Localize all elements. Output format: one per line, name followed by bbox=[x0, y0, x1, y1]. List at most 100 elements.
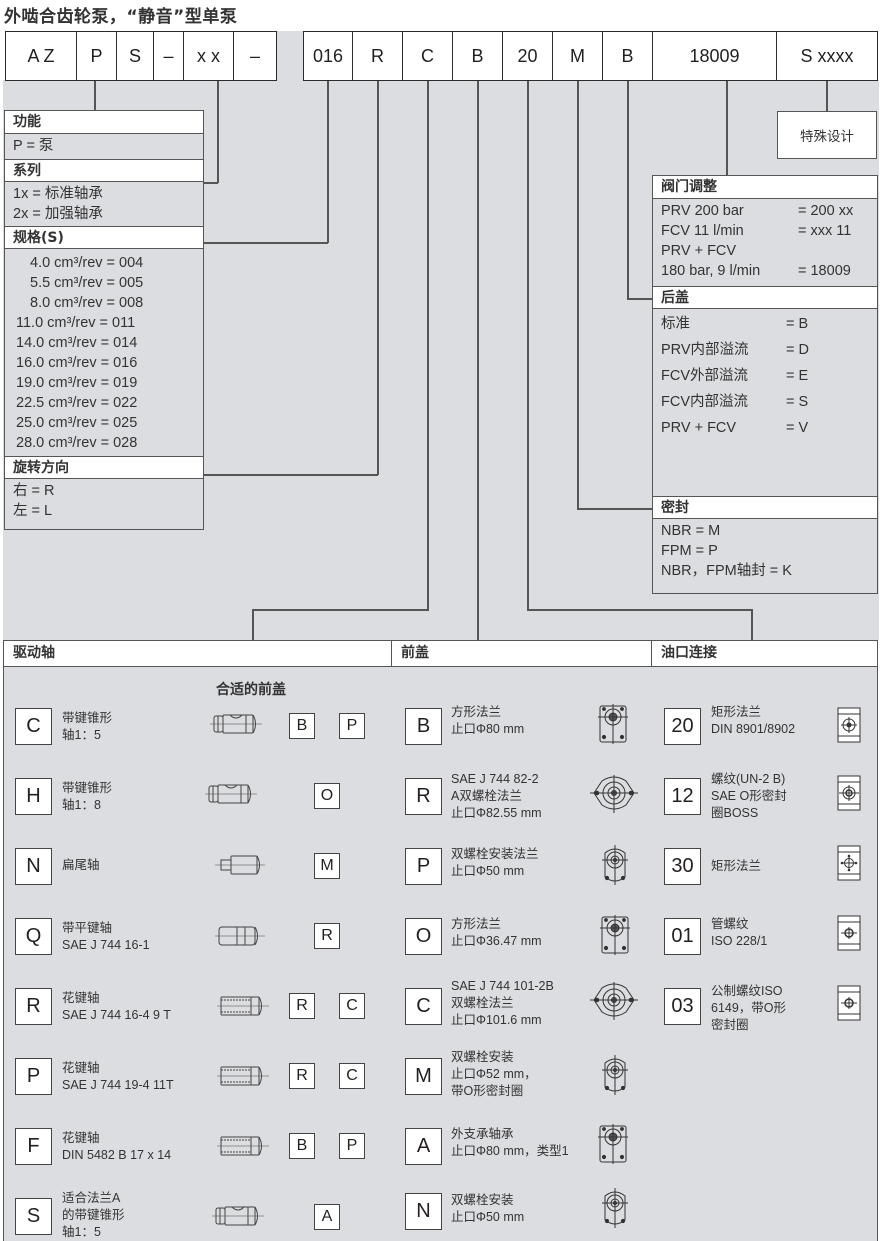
connector-seal-v bbox=[577, 81, 579, 509]
metric-thread-port-icon bbox=[837, 985, 861, 1021]
legend-item: PRV + FCV= V bbox=[661, 420, 809, 436]
compatible-cover-badge: R bbox=[289, 993, 315, 1019]
legend-item: P = 泵 bbox=[13, 138, 54, 154]
tapered-keyed-shaft-icon bbox=[212, 1206, 265, 1226]
code-box: C bbox=[15, 708, 52, 745]
legend-valve-body: PRV 200 bar= 200 xx FCV 11 l/min= xxx 11… bbox=[653, 199, 877, 286]
item-description: 外支承轴承 止口Φ80 mm，类型1 bbox=[451, 1127, 569, 1158]
code-box: 30 bbox=[664, 848, 701, 885]
connector-special bbox=[826, 81, 828, 112]
section-header-drive-shaft: 驱动轴 bbox=[3, 640, 393, 667]
legend-item: 25.0 cm³/rev = 025 bbox=[16, 415, 138, 431]
code-box: R bbox=[405, 778, 442, 815]
legend-item: FCV内部溢流= S bbox=[661, 394, 809, 410]
connector-drive-v1 bbox=[427, 81, 429, 611]
threaded-port-icon bbox=[837, 775, 861, 811]
code-cell-drive-shaft: C bbox=[403, 31, 453, 81]
legend-item: 4.0 cm³/rev = 004 bbox=[30, 255, 144, 271]
section-header-port: 油口连接 bbox=[651, 640, 878, 667]
connector-valve bbox=[726, 81, 728, 176]
legend-item: FCV 11 l/min= xxx 11 bbox=[661, 223, 852, 239]
splined-shaft-icon bbox=[217, 1136, 270, 1156]
legend-rotation-body: 右 = R 左 = L bbox=[5, 479, 203, 523]
legend-item: 11.0 cm³/rev = 011 bbox=[16, 315, 136, 331]
connector-rotation-h bbox=[203, 474, 378, 476]
code-box: M bbox=[405, 1058, 442, 1095]
tapered-keyed-shaft-icon bbox=[205, 784, 258, 804]
legend-item: NBR，FPM轴封 = K bbox=[661, 563, 792, 579]
item-description: 公制螺纹ISO 6149，带O形 密封圈 bbox=[711, 984, 787, 1032]
legend-valve-header: 阀门调整 bbox=[653, 176, 877, 199]
rectangular-flange-port-icon bbox=[837, 845, 861, 881]
code-box: F bbox=[15, 1128, 52, 1165]
item-description: 花键轴 SAE J 744 19-4 11T bbox=[62, 1061, 174, 1092]
type-code-left: A Z P S – x x – bbox=[5, 31, 277, 81]
code-cell-function: P bbox=[77, 31, 117, 81]
code-box: Q bbox=[15, 918, 52, 955]
legend-item: FPM = P bbox=[661, 543, 718, 559]
type-code-right: 016 R C B 20 M B 18009 S xxxx bbox=[303, 31, 878, 81]
item-description: 双螺栓安装 止口Φ52 mm， 带O形密封圈 bbox=[451, 1050, 537, 1098]
compatible-cover-badge: R bbox=[314, 923, 340, 949]
code-box: N bbox=[405, 1193, 442, 1230]
compatible-front-cover-title: 合适的前盖 bbox=[216, 682, 286, 698]
connector-port-h bbox=[527, 609, 752, 611]
tapered-keyed-shaft-icon bbox=[210, 714, 263, 734]
code-box: R bbox=[15, 988, 52, 1025]
legend-item: PRV + FCV bbox=[661, 243, 737, 259]
legend-item: 1x = 标准轴承 bbox=[13, 186, 103, 202]
code-box: 01 bbox=[664, 918, 701, 955]
code-cell-front-cover: B bbox=[453, 31, 503, 81]
legend-item: 14.0 cm³/rev = 014 bbox=[16, 335, 138, 351]
splined-shaft-icon bbox=[217, 1066, 270, 1086]
flat-tang-shaft-icon bbox=[215, 855, 266, 875]
code-cell-port: 20 bbox=[503, 31, 553, 81]
item-description: 螺纹(UN-2 B) SAE O形密封 圈BOSS bbox=[711, 772, 787, 820]
compatible-cover-badge: M bbox=[314, 853, 340, 879]
code-box: H bbox=[15, 778, 52, 815]
pipe-thread-port-icon bbox=[837, 915, 861, 951]
compatible-cover-badge: A bbox=[314, 1204, 340, 1230]
compatible-cover-badge: C bbox=[339, 1063, 365, 1089]
code-box: C bbox=[405, 988, 442, 1025]
code-cell-series: x x bbox=[184, 31, 234, 81]
two-bolt-flange-icon bbox=[601, 1055, 629, 1096]
legend-size-header: 规格(S) bbox=[5, 226, 203, 249]
code-box: S bbox=[15, 1198, 52, 1235]
code-cell-seal: M bbox=[553, 31, 603, 81]
code-box: A bbox=[405, 1128, 442, 1165]
compatible-cover-badge: O bbox=[314, 783, 340, 809]
item-description: 扁尾轴 bbox=[62, 858, 100, 872]
code-cell-special: S xxxx bbox=[777, 31, 878, 81]
legend-item: 标准= B bbox=[661, 316, 809, 332]
legend-rear-cover-body: 标准= B PRV内部溢流= D FCV外部溢流= E FCV内部溢流= S P… bbox=[653, 309, 877, 496]
code-box: P bbox=[405, 848, 442, 885]
two-bolt-flange-icon bbox=[601, 845, 629, 886]
connector-drive-v2 bbox=[252, 609, 254, 641]
item-description: 带平键轴 SAE J 744 16-1 bbox=[62, 921, 150, 952]
legend-item: 28.0 cm³/rev = 028 bbox=[16, 435, 138, 451]
item-description: 花键轴 SAE J 744 16-4 9 T bbox=[62, 991, 171, 1022]
legend-item: 右 = R bbox=[13, 483, 55, 499]
legend-function-body: P = 泵 bbox=[5, 134, 203, 159]
legend-item: 19.0 cm³/rev = 019 bbox=[16, 375, 138, 391]
square-flange-icon bbox=[598, 704, 629, 745]
compatible-cover-badge: P bbox=[339, 1133, 365, 1159]
legend-right: 阀门调整 PRV 200 bar= 200 xx FCV 11 l/min= x… bbox=[652, 175, 878, 594]
outboard-bearing-flange-icon bbox=[598, 1124, 629, 1165]
connector-rear-h bbox=[627, 298, 653, 300]
two-bolt-flange-icon bbox=[601, 1188, 629, 1229]
code-box: 12 bbox=[664, 778, 701, 815]
legend-left: 功能 P = 泵 系列 1x = 标准轴承 2x = 加强轴承 规格(S) 4.… bbox=[4, 110, 204, 530]
legend-function-header: 功能 bbox=[5, 111, 203, 134]
compatible-cover-badge: B bbox=[289, 713, 315, 739]
item-description: SAE J 744 101-2B 双螺栓法兰 止口Φ101.6 mm bbox=[451, 979, 554, 1027]
code-box: P bbox=[15, 1058, 52, 1095]
legend-series-body: 1x = 标准轴承 2x = 加强轴承 bbox=[5, 182, 203, 226]
item-description: 矩形法兰 bbox=[711, 859, 762, 873]
legend-item: 22.5 cm³/rev = 022 bbox=[16, 395, 138, 411]
panel-drive-shaft bbox=[3, 667, 393, 1241]
legend-series-header: 系列 bbox=[5, 159, 203, 182]
compatible-cover-badge: B bbox=[289, 1133, 315, 1159]
item-description: 管螺纹 ISO 228/1 bbox=[711, 917, 768, 948]
